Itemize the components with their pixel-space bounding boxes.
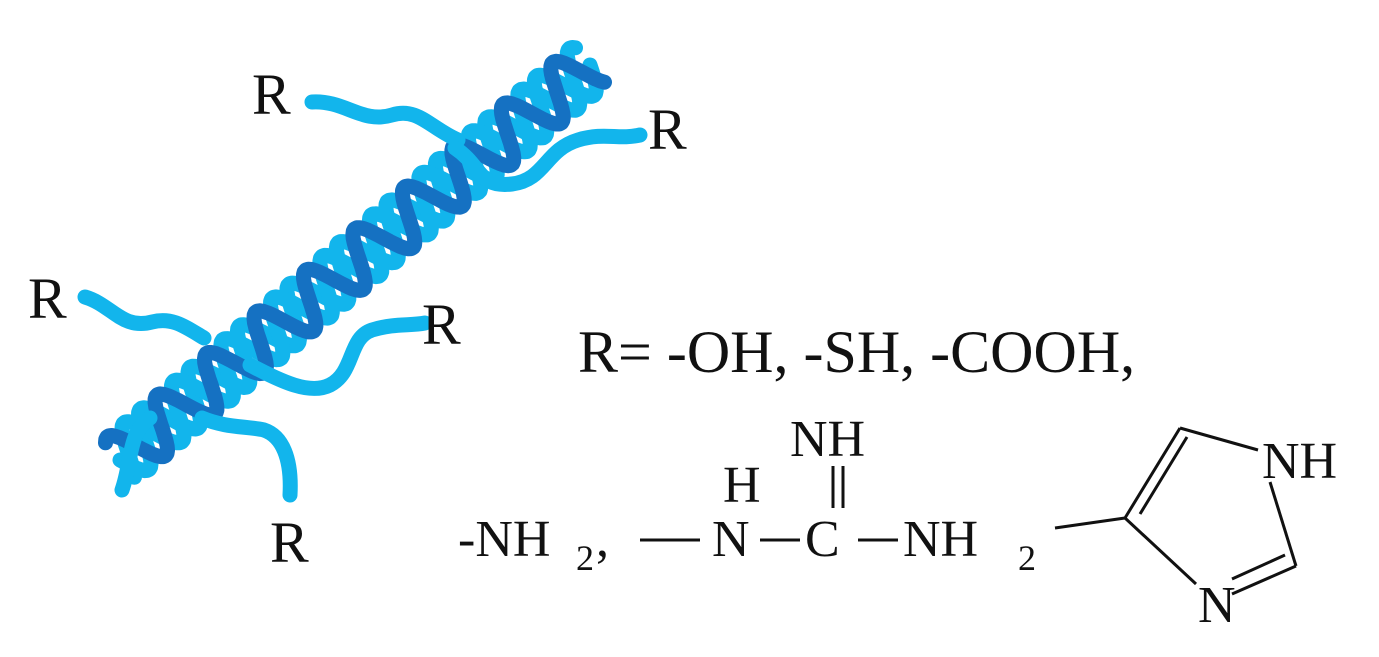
imidazole-c4-c5-bond: [1123, 427, 1182, 519]
side-chain-mid-left: [77, 289, 212, 346]
side-chain-lower-left: [114, 410, 158, 498]
imidazole-group: NH N: [1054, 426, 1337, 634]
r-group-labels: R R R R R: [28, 62, 687, 575]
side-chain-mid-right: [242, 315, 433, 396]
r-label-top-left: R: [252, 62, 291, 127]
triple-helix: [98, 40, 612, 485]
guanidino-nh-top-label: NH: [790, 411, 865, 468]
amine-label: -NH: [458, 511, 550, 568]
r-label-bottom: R: [270, 510, 309, 575]
imidazole-c2-n3-inner-bond: [1231, 553, 1286, 581]
guanidino-group: H N C NH NH 2: [640, 411, 1036, 578]
r-label-mid-left: R: [28, 266, 67, 331]
side-chain-bottom: [194, 410, 298, 503]
guanidino-h-label: H: [723, 457, 761, 514]
guanidino-nh2-subscript: 2: [1018, 538, 1036, 578]
side-chain-top-right: [447, 127, 648, 192]
side-chain-top-left: [304, 94, 466, 148]
helix-strand-3: [98, 53, 612, 465]
imidazole-c2-n3-bond: [1231, 564, 1297, 596]
imidazole-nh-label: NH: [1262, 433, 1337, 490]
imidazole-n-label: N: [1198, 577, 1236, 634]
guanidino-n-label: N: [712, 511, 750, 568]
guanidino-c-label: C: [805, 511, 840, 568]
imidazole-n1-c2-bond: [1268, 481, 1298, 567]
r-label-top-right: R: [648, 97, 687, 162]
amine-comma: ,: [596, 511, 609, 568]
r-label-mid-right: R: [422, 292, 461, 357]
imidazole-attach-bond: [1054, 516, 1126, 530]
imidazole-n3-c4-bond: [1123, 516, 1198, 586]
amine-subscript: 2: [576, 538, 594, 578]
r-definition-line-1: R= -OH, -SH, -COOH,: [578, 319, 1135, 385]
imidazole-c4-c5-inner-bond: [1138, 436, 1189, 515]
imidazole-c5-n1-bond: [1179, 426, 1259, 452]
side-chains: [77, 94, 648, 503]
guanidino-nh2-label: NH: [903, 511, 978, 568]
amine-group: -NH 2 ,: [458, 511, 609, 578]
